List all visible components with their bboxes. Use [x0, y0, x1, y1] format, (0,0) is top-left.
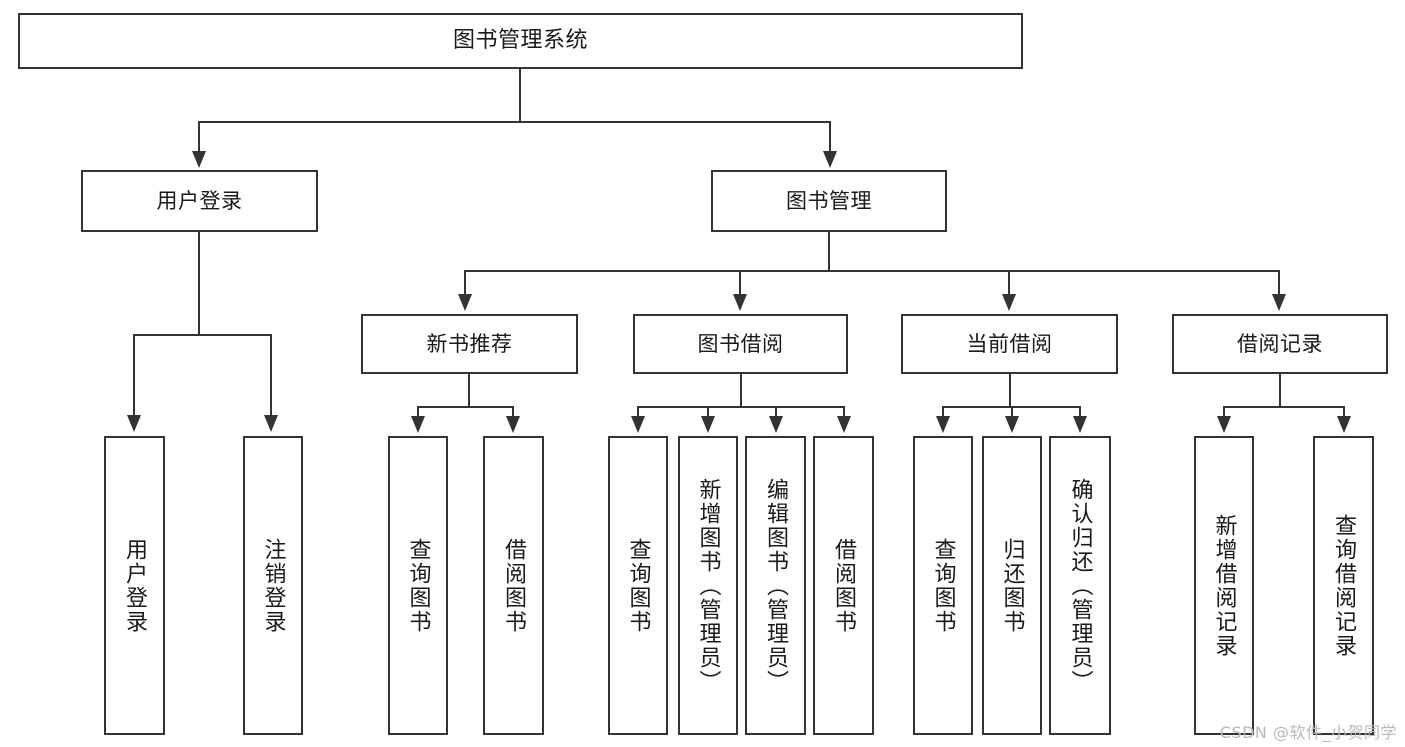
connector-borrow-record-drop-2: [1343, 406, 1345, 418]
node-current-borrow[interactable]: 当前借阅: [901, 314, 1118, 374]
node-new-book-recommend[interactable]: 新书推荐: [361, 314, 578, 374]
node-root-book-management-system[interactable]: 图书管理系统: [18, 13, 1023, 69]
arrow-to-leaf-query-book-3: [936, 416, 950, 433]
arrow-to-leaf-add-book: [701, 416, 715, 433]
connector-current-borrow-drop-3: [1079, 406, 1081, 418]
connector-user-login-drop-2: [270, 334, 272, 417]
connector-root-stem: [519, 69, 521, 122]
connector-borrow-record-drop-1: [1223, 406, 1225, 418]
connector-book-borrow-stem: [740, 374, 742, 408]
arrow-to-borrow-record: [1272, 294, 1286, 311]
node-label: 新增借阅记录: [1211, 513, 1237, 658]
connector-current-borrow-drop-2: [1011, 406, 1013, 418]
node-label: 确认归还（管理员）: [1067, 477, 1093, 694]
connector-book-borrow-bus: [637, 406, 843, 408]
leaf-add-book-admin[interactable]: 新增图书（管理员）: [678, 436, 738, 735]
node-label: 借阅图书: [831, 537, 857, 634]
node-label: 图书管理系统: [452, 28, 588, 54]
connector-user-login-drop-1: [133, 334, 135, 417]
node-label: 查询图书: [405, 537, 431, 634]
csdn-watermark: CSDN @软件_小贺同学: [1219, 723, 1397, 742]
arrow-to-book-borrow: [733, 294, 747, 311]
leaf-user-login[interactable]: 用户登录: [104, 436, 165, 735]
connector-book-borrow-drop-3: [775, 406, 777, 418]
leaf-edit-book-admin[interactable]: 编辑图书（管理员）: [745, 436, 806, 735]
connector-level2-bus: [198, 121, 831, 123]
connector-level2-drop-2: [829, 121, 831, 153]
arrow-to-new-book-recommend: [458, 294, 472, 311]
node-label: 借阅图书: [501, 537, 527, 634]
node-label: 归还图书: [999, 537, 1025, 634]
arrow-to-current-borrow: [1002, 294, 1016, 311]
arrow-to-leaf-return-book: [1005, 416, 1019, 433]
node-label: 用户登录: [156, 188, 243, 213]
connector-new-book-drop-1: [417, 406, 419, 418]
leaf-add-borrow-record[interactable]: 新增借阅记录: [1194, 436, 1254, 735]
connector-current-borrow-drop-1: [942, 406, 944, 418]
connector-level3-bus: [464, 270, 1280, 272]
arrow-to-leaf-query-book-1: [411, 416, 425, 433]
connector-borrow-record-bus: [1223, 406, 1343, 408]
connector-borrow-record-stem: [1279, 374, 1281, 408]
node-label: 编辑图书（管理员）: [763, 477, 789, 694]
leaf-query-borrow-record[interactable]: 查询借阅记录: [1313, 436, 1374, 735]
connector-current-borrow-stem: [1009, 374, 1011, 408]
node-label: 注销登录: [260, 537, 286, 634]
connector-new-book-bus: [417, 406, 513, 408]
leaf-return-book[interactable]: 归还图书: [982, 436, 1042, 735]
connector-level3-drop-2: [739, 270, 741, 296]
node-book-borrow[interactable]: 图书借阅: [633, 314, 848, 374]
connector-new-book-drop-2: [512, 406, 514, 418]
arrow-to-leaf-query-record: [1337, 416, 1351, 433]
arrow-to-leaf-query-book-2: [631, 416, 645, 433]
arrow-to-book-management: [823, 151, 837, 168]
arrow-to-leaf-edit-book: [769, 416, 783, 433]
node-label: 新书推荐: [426, 331, 513, 356]
arrow-to-leaf-borrow-book-2: [837, 416, 851, 433]
arrow-to-leaf-confirm-return: [1073, 416, 1087, 433]
arrow-to-leaf-logout: [264, 415, 278, 432]
node-label: 图书管理: [786, 188, 872, 213]
node-label: 借阅记录: [1237, 331, 1323, 356]
leaf-borrow-book[interactable]: 借阅图书: [813, 436, 874, 735]
node-label: 用户登录: [122, 537, 148, 634]
connector-user-login-bus: [133, 334, 270, 336]
connector-book-borrow-drop-1: [637, 406, 639, 418]
node-label: 当前借阅: [966, 331, 1053, 356]
connector-level3-drop-1: [464, 270, 466, 296]
node-book-management[interactable]: 图书管理: [711, 170, 947, 232]
leaf-confirm-return-admin[interactable]: 确认归还（管理员）: [1049, 436, 1111, 735]
leaf-query-book-current[interactable]: 查询图书: [913, 436, 973, 735]
connector-book-management-stem: [828, 232, 830, 272]
node-label: 图书借阅: [697, 331, 784, 356]
connector-new-book-stem: [468, 374, 470, 408]
node-user-login[interactable]: 用户登录: [81, 170, 318, 232]
connector-level3-drop-4: [1278, 270, 1280, 296]
node-label: 查询图书: [930, 537, 956, 634]
arrow-to-user-login: [192, 151, 206, 168]
connector-user-login-stem: [198, 232, 200, 336]
leaf-borrow-book-recommend[interactable]: 借阅图书: [483, 436, 544, 735]
node-borrow-record[interactable]: 借阅记录: [1172, 314, 1388, 374]
node-label: 新增图书（管理员）: [695, 477, 721, 694]
leaf-logout[interactable]: 注销登录: [243, 436, 303, 735]
arrow-to-leaf-borrow-book-1: [506, 416, 520, 433]
leaf-query-book-borrow[interactable]: 查询图书: [608, 436, 668, 735]
connector-level3-drop-3: [1008, 270, 1010, 296]
connector-level2-drop-1: [198, 121, 200, 153]
node-label: 查询图书: [625, 537, 651, 634]
leaf-query-book-recommend[interactable]: 查询图书: [388, 436, 448, 735]
arrow-to-leaf-user-login: [127, 415, 141, 432]
connector-book-borrow-drop-4: [843, 406, 845, 418]
arrow-to-leaf-add-record: [1217, 416, 1231, 433]
node-label: 查询借阅记录: [1331, 513, 1357, 658]
connector-book-borrow-drop-2: [707, 406, 709, 418]
